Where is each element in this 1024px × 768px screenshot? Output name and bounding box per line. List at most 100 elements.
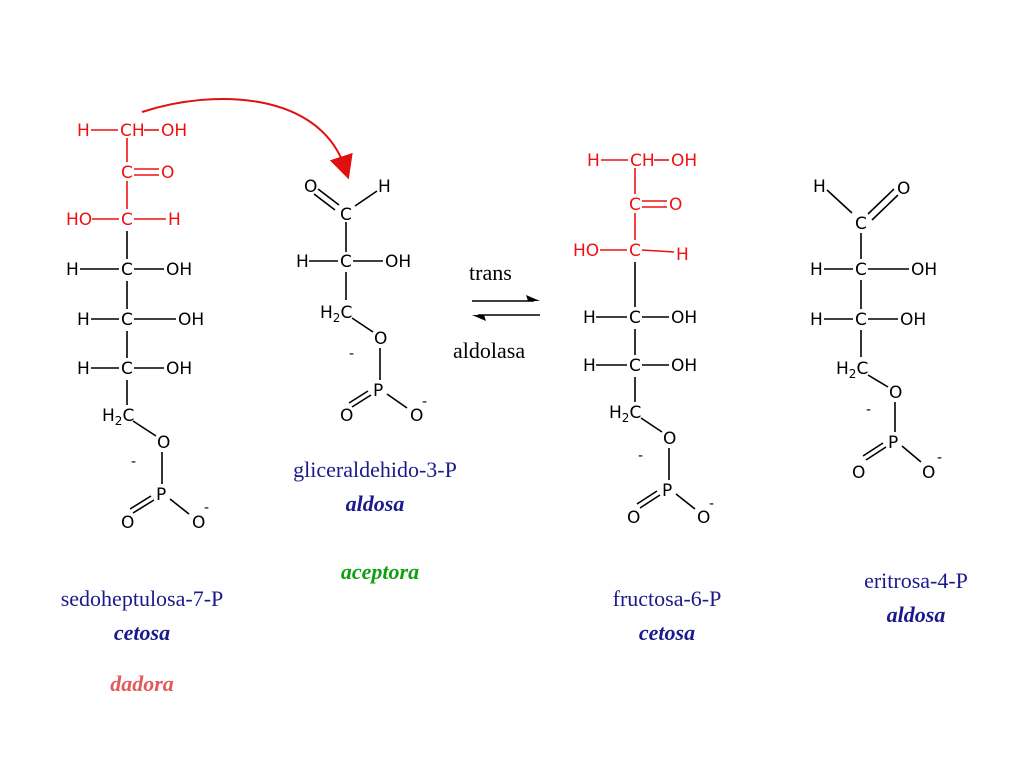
fructose-red-fragment: H CH OH C O HO C H: [573, 151, 697, 265]
atom-c: C: [121, 210, 133, 230]
forward-arrow-head: [526, 295, 540, 301]
atom-h: H: [66, 260, 79, 280]
charge-minus: -: [638, 448, 643, 464]
sedoheptulose-7-phosphate-structure: H CH OH C O HO C H H C OH H C OH H: [66, 121, 209, 533]
reaction-label-aldolasa: aldolasa: [453, 338, 525, 363]
atom-o: O: [852, 463, 865, 483]
reaction-arrows: trans aldolasa: [453, 260, 540, 363]
atom-h: H: [676, 245, 689, 265]
atom-c: C: [121, 310, 133, 330]
label-gliceraldehido-name: gliceraldehido-3-P: [293, 457, 457, 482]
atom-oh: OH: [900, 310, 926, 330]
reaction-label-trans: trans: [469, 260, 512, 285]
atom-h: H: [296, 252, 309, 272]
charge-minus: -: [709, 496, 714, 512]
atom-ch: CH: [630, 151, 655, 171]
atom-h2c: H2C: [836, 359, 868, 381]
atom-h: H: [378, 177, 391, 197]
atom-h: H: [583, 356, 596, 376]
atom-c: C: [855, 214, 867, 234]
atom-o: O: [889, 383, 902, 403]
atom-oh: OH: [385, 252, 411, 272]
atom-c: C: [121, 359, 133, 379]
atom-o: O: [192, 513, 205, 533]
charge-minus: -: [937, 450, 942, 466]
donor-bonds: [91, 129, 166, 220]
atom-o: O: [374, 329, 387, 349]
atom-c: C: [121, 163, 133, 183]
label-eritrosa-class: aldosa: [887, 602, 946, 627]
label-gliceraldehido-class: aldosa: [346, 491, 405, 516]
atom-h: H: [813, 177, 826, 197]
atom-o: O: [697, 508, 710, 528]
atom-c: C: [629, 356, 641, 376]
atom-o: O: [121, 513, 134, 533]
atom-o: O: [627, 508, 640, 528]
charge-minus: -: [204, 500, 209, 516]
atom-oh: OH: [166, 359, 192, 379]
atom-ho: HO: [573, 241, 599, 261]
atom-oh: OH: [161, 121, 187, 141]
atom-oh: OH: [671, 151, 697, 171]
atom-o: O: [161, 163, 174, 183]
glyceraldehyde-3-phosphate-structure: O H C H C OH H2C O - P O O -: [296, 177, 427, 426]
atom-oh: OH: [911, 260, 937, 280]
label-role-aceptora: aceptora: [341, 559, 419, 584]
atom-o: O: [157, 433, 170, 453]
transfer-arrow: [141, 97, 353, 180]
atom-h: H: [77, 310, 90, 330]
atom-o: O: [410, 406, 423, 426]
compound-labels: gliceraldehido-3-P aldosa aceptora sedoh…: [61, 457, 968, 696]
atom-h: H: [77, 359, 90, 379]
atom-c: C: [340, 252, 352, 272]
atom-p: P: [156, 485, 166, 505]
acceptor-part-atoms: H C OH H C OH H C OH H2C O - P O O -: [66, 260, 209, 533]
atom-c: C: [340, 205, 352, 225]
fructose-black-bonds: [596, 262, 696, 510]
atom-h: H: [168, 210, 181, 230]
atom-h: H: [583, 308, 596, 328]
atom-c: C: [121, 260, 133, 280]
atom-o: O: [669, 195, 682, 215]
acceptor-part-bonds: [80, 231, 190, 515]
atom-o: O: [663, 429, 676, 449]
atom-p: P: [662, 481, 672, 501]
label-eritrosa-name: eritrosa-4-P: [864, 568, 968, 593]
atom-h: H: [810, 260, 823, 280]
atom-p: P: [888, 433, 898, 453]
erythrose-4-phosphate-structure: H O C H C OH H C OH H2C O - P O O -: [810, 177, 942, 483]
atom-c: C: [629, 308, 641, 328]
charge-minus: -: [131, 454, 136, 470]
glyceraldehyde-atoms: O H C H C OH H2C O - P O O -: [296, 177, 427, 426]
fructose-6-phosphate-structure: H CH OH C O HO C H H C OH H C OH H2C: [573, 151, 714, 528]
label-sedoheptulosa-class: cetosa: [114, 620, 170, 645]
atom-o: O: [922, 463, 935, 483]
atom-p: P: [373, 381, 383, 401]
label-fructosa-class: cetosa: [639, 620, 695, 645]
glyceraldehyde-bonds: [309, 188, 408, 409]
atom-oh: OH: [671, 356, 697, 376]
donor-fragment: H CH OH C O HO C H: [66, 121, 187, 230]
label-sedoheptulosa-name: sedoheptulosa-7-P: [61, 586, 224, 611]
atom-h: H: [77, 121, 90, 141]
atom-c: C: [855, 310, 867, 330]
atom-c: C: [629, 241, 641, 261]
atom-h2c: H2C: [320, 303, 352, 325]
erythrose-bonds: [824, 188, 922, 463]
atom-o: O: [340, 406, 353, 426]
atom-ch: CH: [120, 121, 145, 141]
atom-ho: HO: [66, 210, 92, 230]
atom-oh: OH: [166, 260, 192, 280]
atom-c: C: [629, 195, 641, 215]
charge-minus: -: [422, 394, 427, 410]
atom-o: O: [897, 179, 910, 199]
charge-minus: -: [349, 346, 354, 362]
atom-h2c: H2C: [102, 406, 134, 428]
fructose-red-bonds: [600, 159, 675, 253]
atom-oh: OH: [671, 308, 697, 328]
fructose-black-atoms: H C OH H C OH H2C O - P O O -: [583, 308, 714, 528]
atom-h2c: H2C: [609, 403, 641, 425]
label-role-dadora: dadora: [110, 671, 174, 696]
atom-h: H: [587, 151, 600, 171]
